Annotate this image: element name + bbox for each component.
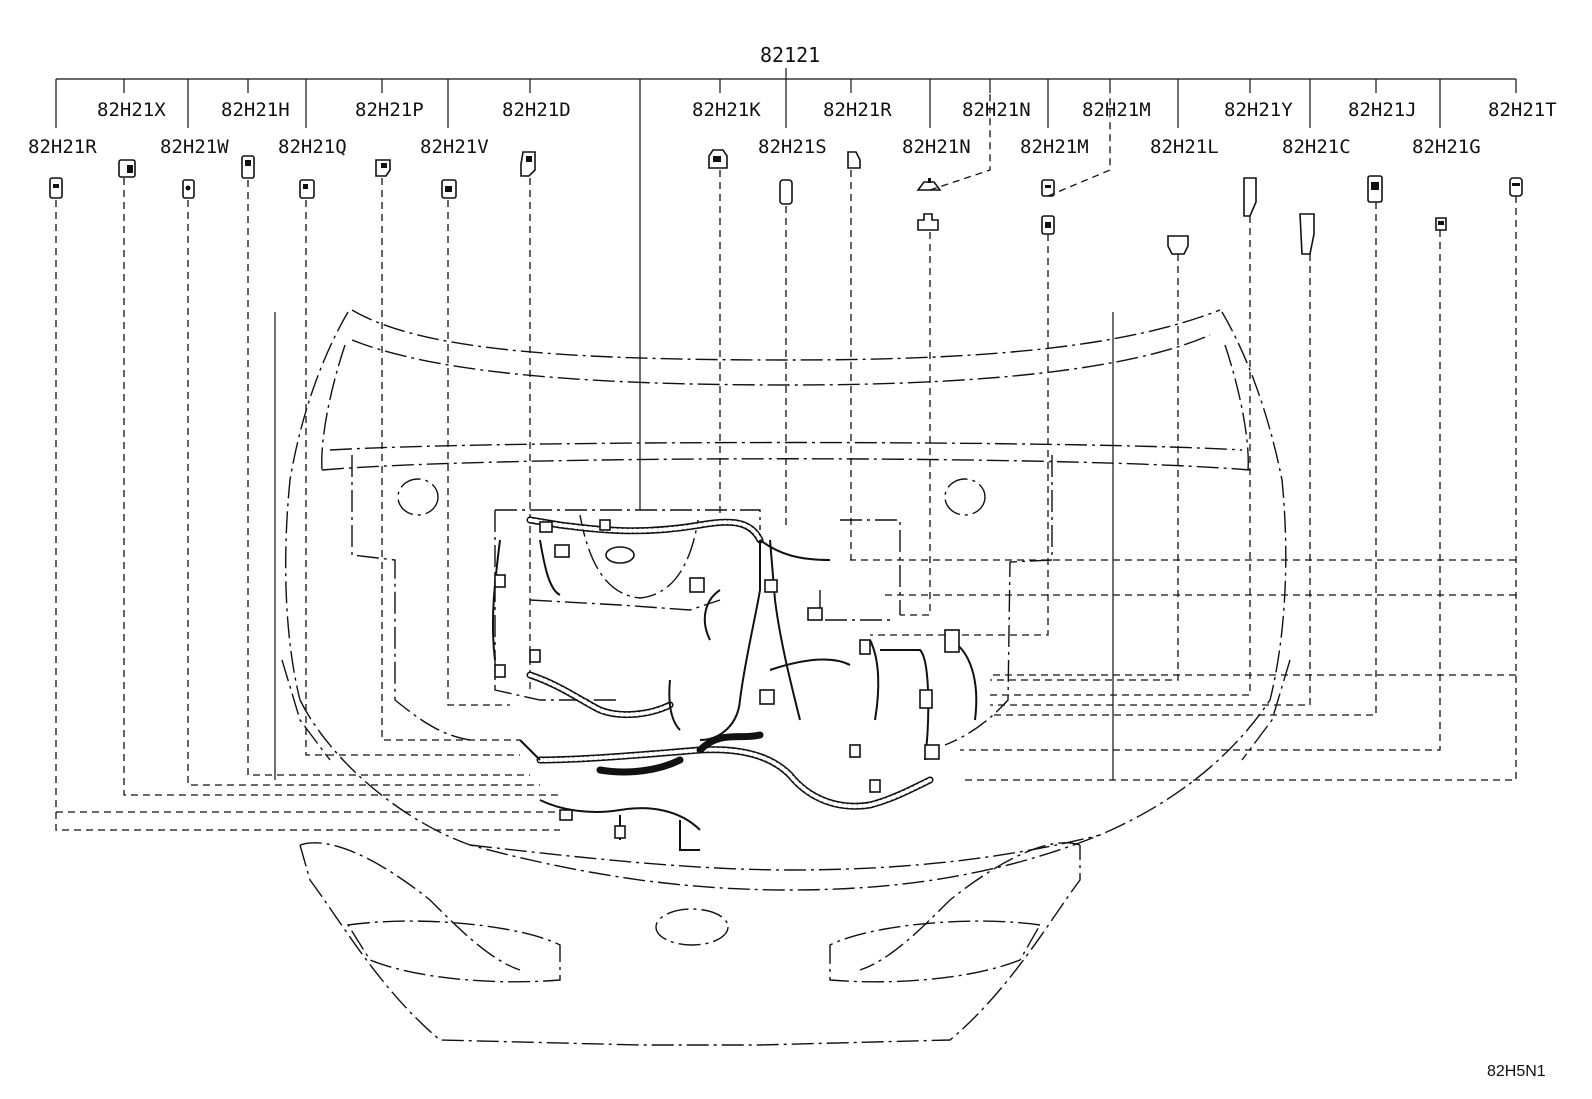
label-82h21p[interactable]: 82H21P: [355, 99, 424, 121]
main-part-label[interactable]: 82121: [760, 43, 820, 67]
label-82h21n-low[interactable]: 82H21N: [902, 136, 971, 158]
vehicle-body-outline: [274, 309, 1291, 1046]
connector-82h21v-icon[interactable]: [441, 179, 457, 199]
connector-82h21t-icon[interactable]: [1509, 177, 1523, 197]
connector-82h21m-low-icon[interactable]: [1041, 215, 1055, 235]
callout-tree: 82121 82H21X 82H21H 82H21P 82H21D 82H21K…: [28, 43, 1557, 510]
wire-harness: [491, 516, 978, 851]
label-82h21h[interactable]: 82H21H: [221, 99, 290, 121]
connector-82h21g-icon[interactable]: [1435, 217, 1447, 231]
connector-82h21l-icon[interactable]: [1167, 235, 1189, 255]
connector-82h21h-icon[interactable]: [241, 155, 255, 179]
label-82h21g[interactable]: 82H21G: [1412, 136, 1481, 158]
label-82h21v[interactable]: 82H21V: [420, 136, 489, 158]
connector-82h21k-icon[interactable]: [708, 149, 728, 169]
connector-82h21x-icon[interactable]: [118, 159, 136, 178]
label-82h21y[interactable]: 82H21Y: [1224, 99, 1293, 121]
connector-82h21n-low-icon[interactable]: [917, 213, 939, 231]
connector-82h21q-icon[interactable]: [299, 179, 315, 199]
connector-82h21c-icon[interactable]: [1299, 213, 1315, 255]
label-82h21m-low[interactable]: 82H21M: [1020, 136, 1089, 158]
label-82h21x[interactable]: 82H21X: [97, 99, 166, 121]
leader-lines: [55, 93, 1517, 831]
label-82h21m-top[interactable]: 82H21M: [1082, 99, 1151, 121]
label-82h21r-left[interactable]: 82H21R: [28, 136, 97, 158]
connector-82h21y-icon[interactable]: [1243, 177, 1257, 217]
connector-82h21s-icon[interactable]: [779, 179, 793, 205]
label-82h21k[interactable]: 82H21K: [692, 99, 761, 121]
label-82h21s[interactable]: 82H21S: [758, 136, 827, 158]
diagram-code: 82H5N1: [1487, 1063, 1546, 1080]
connector-82h21r-right-icon[interactable]: [847, 151, 861, 169]
connector-icons: [49, 149, 1523, 255]
label-82h21r-right[interactable]: 82H21R: [823, 99, 892, 121]
label-82h21l[interactable]: 82H21L: [1150, 136, 1219, 158]
label-82h21j[interactable]: 82H21J: [1348, 99, 1417, 121]
label-82h21q[interactable]: 82H21Q: [278, 136, 347, 158]
label-82h21d[interactable]: 82H21D: [502, 99, 571, 121]
engine-bay: [494, 509, 901, 701]
label-82h21w[interactable]: 82H21W: [160, 136, 229, 158]
label-82h21n-top[interactable]: 82H21N: [962, 99, 1031, 121]
connector-82h21r-left-icon[interactable]: [49, 177, 63, 199]
connector-82h21p-icon[interactable]: [375, 159, 391, 177]
label-82h21c[interactable]: 82H21C: [1282, 136, 1351, 158]
connector-82h21d-icon[interactable]: [520, 151, 536, 177]
label-82h21t[interactable]: 82H21T: [1488, 99, 1557, 121]
connector-82h21j-icon[interactable]: [1367, 175, 1383, 203]
connector-82h21w-icon[interactable]: [182, 179, 195, 199]
